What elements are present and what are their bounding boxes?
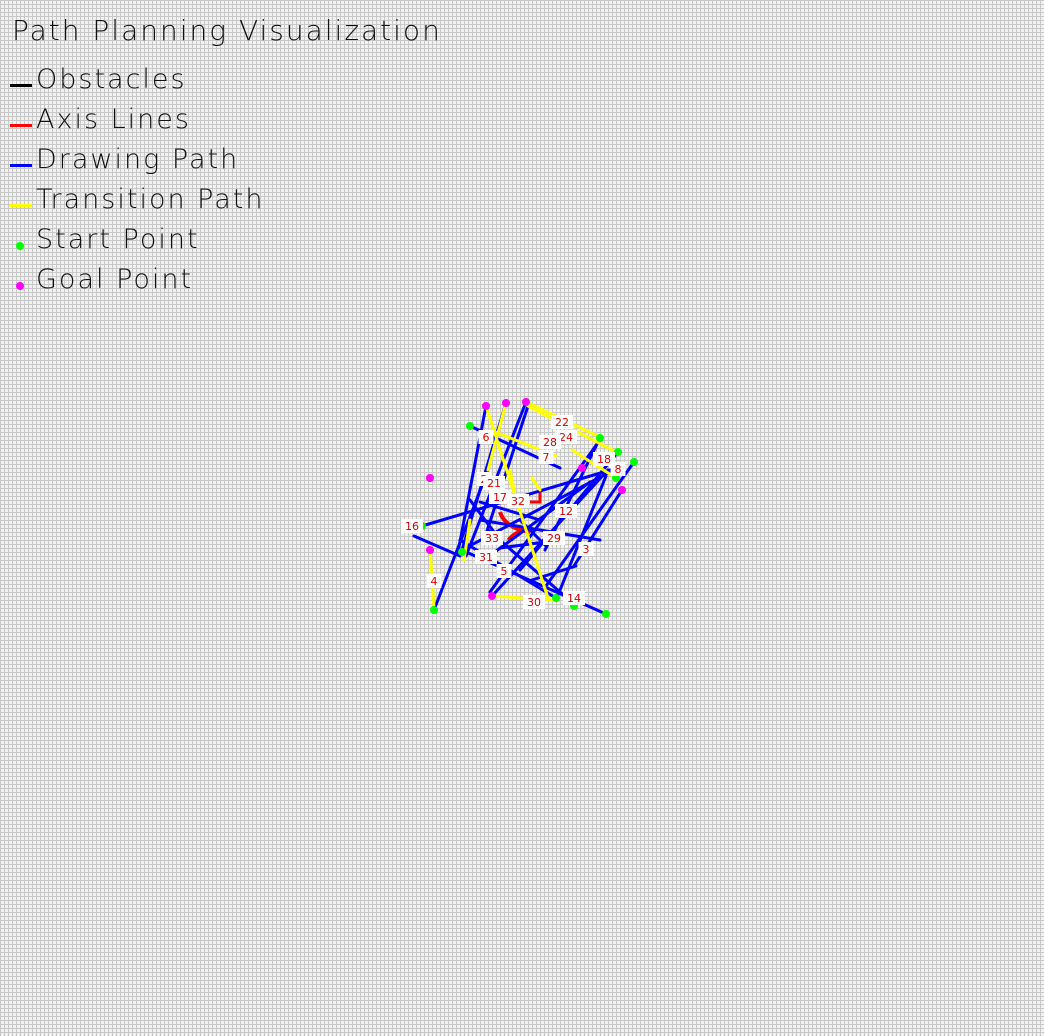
legend-label: Drawing Path (36, 144, 240, 175)
path-label: 7 (543, 451, 550, 464)
path-label-bg (551, 415, 573, 429)
legend-label: Transition Path (36, 184, 265, 215)
legend-label: Start Point (36, 224, 200, 255)
path-label-bg (578, 542, 594, 556)
page-title: Path Planning Visualization (12, 14, 442, 47)
path-label: 14 (567, 592, 581, 605)
legend-label: Obstacles (36, 64, 187, 95)
legend-label: Axis Lines (36, 104, 191, 135)
transition-path-swatch-icon (10, 204, 32, 207)
goal-point (578, 464, 586, 472)
start-point (458, 548, 466, 556)
path-label: 12 (559, 505, 573, 518)
path-labels: 22242867188221173212163329331543014 (401, 415, 626, 609)
drawing-path-swatch-icon (10, 164, 32, 167)
path-label: 24 (559, 431, 573, 444)
start-point (614, 448, 622, 456)
path-label: 30 (527, 596, 541, 609)
start-point (596, 434, 604, 442)
path-label: 31 (479, 551, 493, 564)
start-point-dot-icon (16, 242, 24, 250)
path-label-bg (401, 519, 423, 533)
drawing-path-segment (478, 500, 542, 522)
goal-point (502, 399, 510, 407)
path-label-bg (507, 494, 529, 508)
axis-curve (530, 490, 542, 504)
start-point (466, 422, 474, 430)
path-label-bg (538, 450, 554, 464)
path-label-bg (593, 452, 615, 466)
path-label: 33 (485, 532, 499, 545)
drawing-path-segment (478, 518, 602, 542)
path-label-bg (426, 574, 442, 588)
goal-point (522, 398, 530, 406)
path-label: 6 (483, 431, 490, 444)
path-label: 18 (597, 453, 611, 466)
path-label: 28 (543, 436, 557, 449)
path-label: 8 (615, 463, 622, 476)
path-label: 3 (583, 543, 590, 556)
path-label: 4 (431, 575, 438, 588)
start-point (552, 594, 560, 602)
drawing-path-segment (412, 534, 462, 558)
goal-point (426, 546, 434, 554)
goal-point (482, 402, 490, 410)
path-label-bg (489, 490, 511, 504)
axis-curve (506, 528, 523, 541)
path-label-bg (523, 595, 545, 609)
path-label: 17 (493, 491, 507, 504)
drawing-path-segment (482, 404, 530, 542)
path-label-bg (481, 531, 503, 545)
transition-path-segment (530, 476, 542, 492)
path-label: 21 (487, 477, 501, 490)
goal-point (426, 474, 434, 482)
path-label-bg (483, 476, 505, 490)
path-label-bg (555, 504, 577, 518)
path-label-bg (543, 531, 565, 545)
path-label-bg (496, 564, 512, 578)
goal-point (618, 486, 626, 494)
start-point (630, 458, 638, 466)
path-label: 22 (555, 416, 569, 429)
axis-lines-swatch-icon (10, 124, 32, 127)
path-label: 32 (511, 495, 525, 508)
path-label-bg (563, 591, 585, 605)
obstacles-swatch-icon (10, 84, 32, 87)
path-label: 16 (405, 520, 419, 533)
transition-path-segment (486, 401, 508, 472)
path-label-bg (539, 435, 561, 449)
path-label: 29 (547, 532, 561, 545)
start-point (430, 606, 438, 614)
drawing-path-segment (530, 564, 578, 582)
path-label: 5 (501, 565, 508, 578)
drawing-path-segment (544, 460, 636, 588)
goal-point (488, 592, 496, 600)
start-point (602, 610, 610, 618)
path-label-bg (478, 430, 494, 444)
path-label-bg (475, 550, 497, 564)
goal-point-dot-icon (16, 282, 24, 290)
path-label-bg (610, 462, 626, 476)
legend-label: Goal Point (36, 264, 194, 295)
